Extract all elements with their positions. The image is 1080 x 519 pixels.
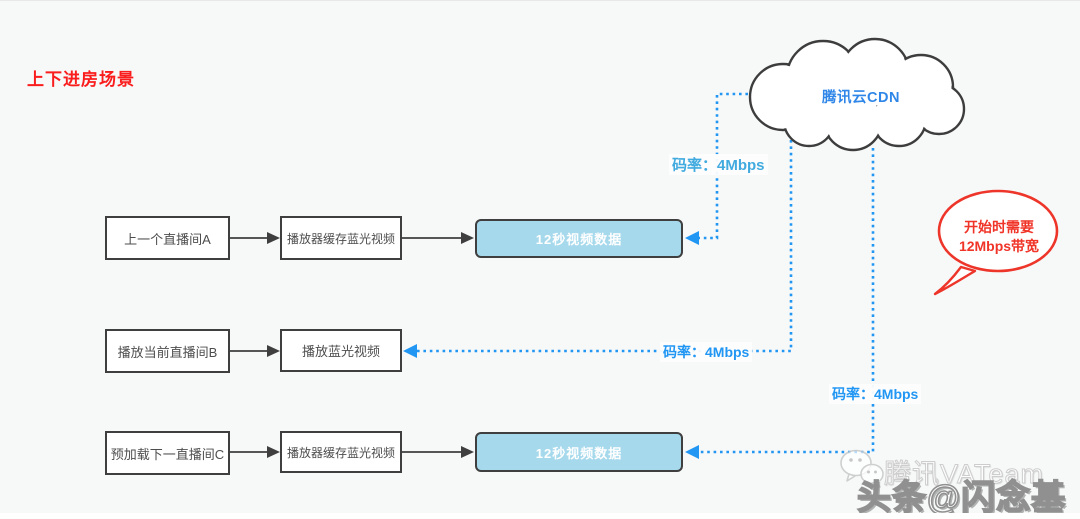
player-cache-node-c: 播放器缓存蓝光视频 [280,431,402,473]
bitrate-label-top: 码率：4Mbps [669,154,768,175]
cloud-shape [748,37,966,152]
play-video-node-b: 播放蓝光视频 [280,329,402,372]
bottom-margin-strip [0,513,1080,519]
video-buffer-a: 12秒视频数据 [475,219,683,258]
watermark-team: 腾讯VATeam [883,459,1045,490]
watermark-byline: 头条@闪念基因 [856,478,1067,518]
diagram-title: 上下进房场景 [27,70,135,89]
video-buffer-c: 12秒视频数据 [475,432,683,472]
room-a-node: 上一个直播间A [105,216,230,260]
callout-line-2: 12Mbps带宽 [958,238,1040,254]
room-b-node: 播放当前直播间B [105,329,230,373]
cdn-cloud-label: 腾讯云CDN [822,90,900,106]
wechat-icon [840,449,884,488]
callout-bubble-text: 开始时需要 12Mbps带宽 [938,218,1060,256]
callout-line-1: 开始时需要 [964,219,1034,235]
callout-bubble-shape [933,189,1059,296]
bitrate-label-bottom: 码率：4Mbps [829,384,922,404]
player-cache-node-a: 播放器缓存蓝光视频 [280,216,402,260]
bitrate-label-middle: 码率：4Mbps [660,342,753,362]
room-c-node: 预加载下一直播间C [105,431,230,475]
